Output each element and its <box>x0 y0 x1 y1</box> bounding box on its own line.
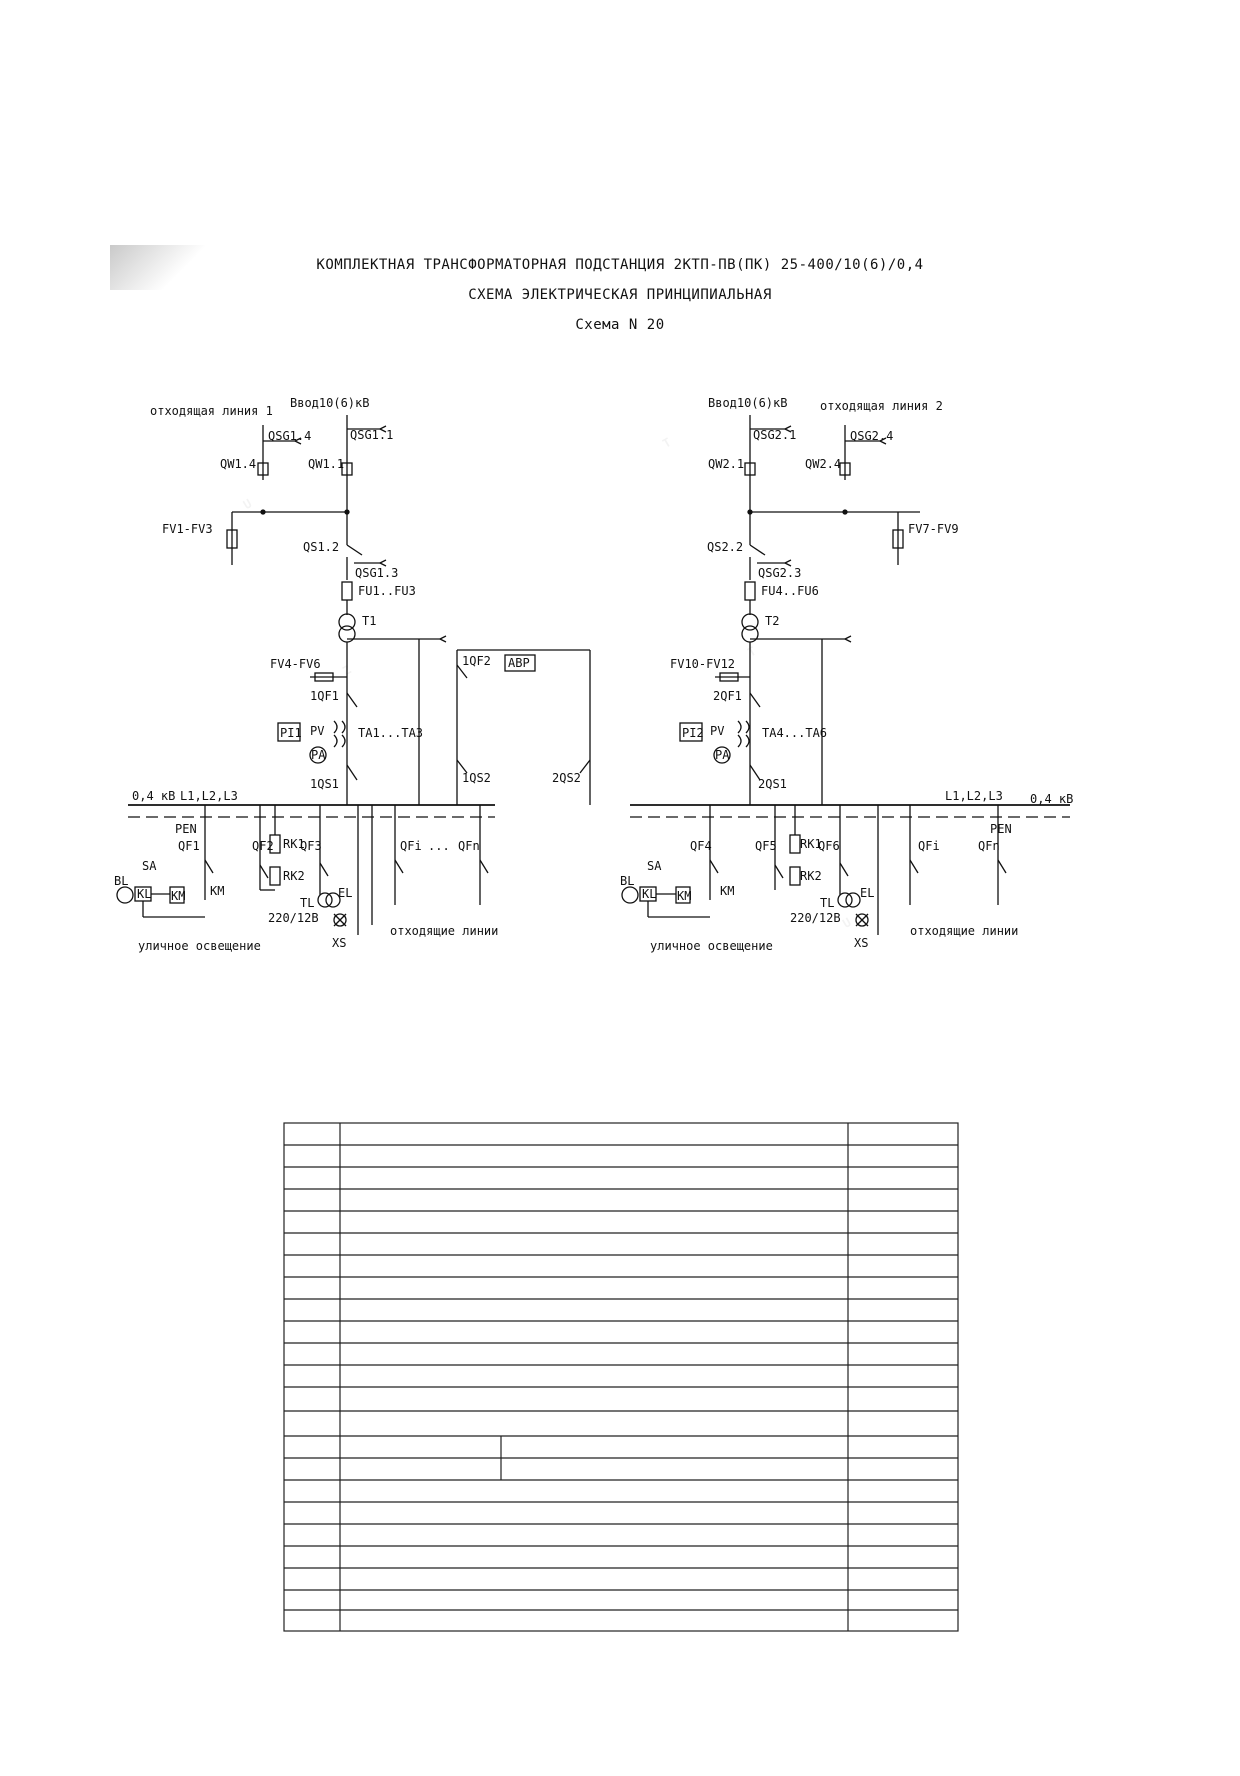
right-qf2: QF5 <box>755 839 777 853</box>
left-qsg-b: QSG1.1 <box>350 428 393 442</box>
right-qw-b: QW2.4 <box>805 457 841 471</box>
left-street: уличное освещение <box>138 939 261 953</box>
right-qf-main: 2QF1 <box>713 689 742 703</box>
title-line-2: СХЕМА ЭЛЕКТРИЧЕСКАЯ ПРИНЦИПИАЛЬНАЯ <box>468 287 772 303</box>
right-tl: TL <box>820 896 834 910</box>
right-street: уличное освещение <box>650 939 773 953</box>
left-rk1: RK1 <box>283 837 305 851</box>
left-ta: TA1...TA3 <box>358 726 423 740</box>
left-qs: QS1.2 <box>303 540 339 554</box>
tie-qs2: 2QS2 <box>552 771 581 785</box>
left-input-label: Ввод10(6)кВ <box>290 396 369 410</box>
right-qs: QS2.2 <box>707 540 743 554</box>
left-sa: SA <box>142 859 157 873</box>
right-kl: KL <box>642 887 656 901</box>
right-km-coil: KM <box>677 889 691 903</box>
right-tv: 220/12В <box>790 911 841 925</box>
left-qfn: QFn <box>458 839 480 853</box>
left-outgoing: отходящие линии <box>390 924 498 938</box>
scheme-title-block: КОМПЛЕКТНАЯ ТРАНСФОРМАТОРНАЯ ПОДСТАНЦИЯ … <box>0 250 1240 340</box>
svg-text:U: U <box>840 915 853 931</box>
left-km: KM <box>210 884 224 898</box>
right-section: Ввод10(6)кВ отходящая линия 2 QSG2.1 QW2… <box>620 396 1073 953</box>
right-fv-in: FV7-FV9 <box>908 522 959 536</box>
right-qf1: QF4 <box>690 839 712 853</box>
left-qf2: QF2 <box>252 839 274 853</box>
left-el: EL <box>338 886 352 900</box>
left-qf1: QF1 <box>178 839 200 853</box>
right-outgoing-line-label: отходящая линия 2 <box>820 399 943 413</box>
right-s-main: 2QS1 <box>758 777 787 791</box>
svg-text:U: U <box>241 496 254 512</box>
right-qw-a: QW2.1 <box>708 457 744 471</box>
left-pi: PI1 <box>280 726 302 740</box>
right-pv: PV <box>710 724 724 738</box>
left-qsg-a: QSG1.4 <box>268 429 311 443</box>
svg-text:T: T <box>660 435 673 451</box>
left-fv-in: FV1-FV3 <box>162 522 213 536</box>
left-voltage: 0,4 кВ <box>132 789 175 803</box>
right-rk2: RK2 <box>800 869 822 883</box>
left-tv: 220/12В <box>268 911 319 925</box>
right-sa: SA <box>647 859 662 873</box>
left-pv: PV <box>310 724 324 738</box>
left-fu: FU1..FU3 <box>358 584 416 598</box>
right-ta: TA4...TA6 <box>762 726 827 740</box>
left-km-coil: KM <box>171 889 185 903</box>
right-outgoing: отходящие линии <box>910 924 1018 938</box>
left-phases: L1,L2,L3 <box>180 789 238 803</box>
right-qfn: QFn <box>978 839 1000 853</box>
right-t: T2 <box>765 614 779 628</box>
right-qfi: QFi <box>918 839 940 853</box>
left-qw-a: QW1.4 <box>220 457 256 471</box>
right-fv-lv: FV10-FV12 <box>670 657 735 671</box>
right-pi: PI2 <box>682 726 704 740</box>
watermark: U Z T T U <box>241 435 854 931</box>
left-rk2: RK2 <box>283 869 305 883</box>
right-input-label: Ввод10(6)кВ <box>708 396 787 410</box>
left-pa: PA <box>311 748 326 762</box>
right-el: EL <box>860 886 874 900</box>
left-t: T1 <box>362 614 376 628</box>
right-qsg-b: QSG2.4 <box>850 429 893 443</box>
title-line-1: КОМПЛЕКТНАЯ ТРАНСФОРМАТОРНАЯ ПОДСТАНЦИЯ … <box>316 257 924 273</box>
tie-qs1: 1QS2 <box>462 771 491 785</box>
svg-text:T: T <box>745 644 758 660</box>
right-bl: BL <box>620 874 634 888</box>
left-qfi: QFi <box>400 839 422 853</box>
tie-qf: 1QF2 <box>462 654 491 668</box>
right-km: KM <box>720 884 734 898</box>
left-pen: PEN <box>175 822 197 836</box>
right-phases: L1,L2,L3 <box>945 789 1003 803</box>
right-voltage: 0,4 кВ <box>1030 792 1073 806</box>
left-s-main: 1QS1 <box>310 777 339 791</box>
corner-shade <box>110 245 205 290</box>
left-qf-main: 1QF1 <box>310 689 339 703</box>
left-qw-b: QW1.1 <box>308 457 344 471</box>
left-fv-lv: FV4-FV6 <box>270 657 321 671</box>
specification-table <box>283 1122 959 1632</box>
right-xs: XS <box>854 936 868 950</box>
tie-avr: АВР <box>508 656 530 670</box>
left-kl: KL <box>137 887 151 901</box>
right-qsg-a: QSG2.1 <box>753 428 796 442</box>
table-rows <box>284 1144 958 1611</box>
right-pen: PEN <box>990 822 1012 836</box>
bus-tie: 1QF2 АВР 1QS2 2QS2 <box>456 649 591 805</box>
right-qf3: QF6 <box>818 839 840 853</box>
left-xs: XS <box>332 936 346 950</box>
right-qsg-c: QSG2.3 <box>758 566 801 580</box>
left-bl: BL <box>114 874 128 888</box>
title-line-3: Схема N 20 <box>575 317 665 333</box>
left-qf3: QF3 <box>300 839 322 853</box>
left-tl: TL <box>300 896 314 910</box>
single-line-diagram: U Z T T U отходящая линия 1 Ввод10(6)кВ … <box>114 396 1073 953</box>
right-pa: PA <box>715 748 730 762</box>
right-rk1: RK1 <box>800 837 822 851</box>
left-ellipsis: ... <box>428 839 450 853</box>
left-qsg-c: QSG1.3 <box>355 566 398 580</box>
left-outgoing-line-label: отходящая линия 1 <box>150 404 273 418</box>
left-section: отходящая линия 1 Ввод10(6)кВ QSG1.1 QW1… <box>114 396 498 953</box>
right-fu: FU4..FU6 <box>761 584 819 598</box>
